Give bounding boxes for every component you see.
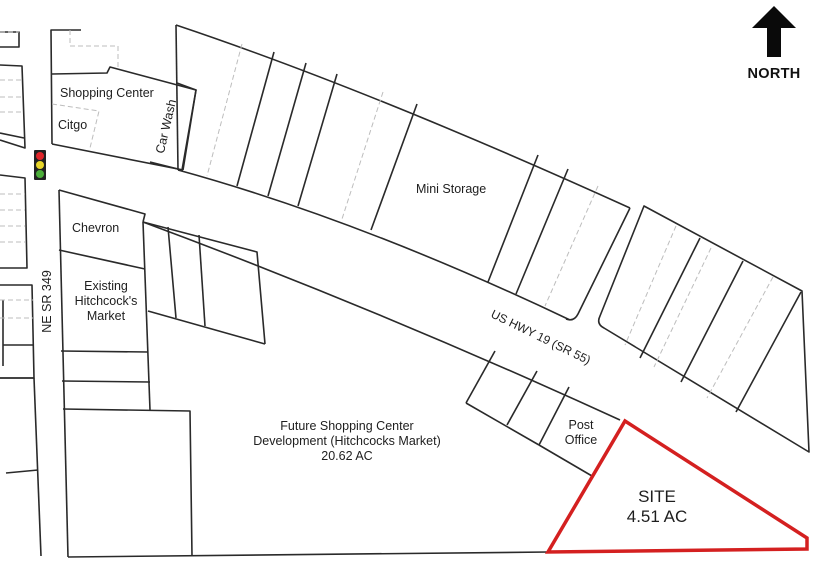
west-parcels [0, 31, 42, 557]
south-west-parcels [58, 189, 621, 558]
compass: NORTH [742, 64, 806, 82]
traffic-signal-icon [34, 150, 46, 180]
east-parcels [597, 205, 810, 453]
label-citgo: Citgo [58, 118, 88, 132]
north-arrow-icon [752, 6, 796, 57]
post-office-parcels [465, 350, 593, 477]
traffic-green-light [36, 170, 44, 178]
label-chevron: Chevron [72, 221, 120, 235]
site-acreage: 4.51 AC [626, 507, 688, 526]
label-future-development: Future Shopping Center Development (Hitc… [253, 419, 441, 463]
site-boundary [544, 418, 809, 554]
label-mini-storage: Mini Storage [416, 182, 487, 196]
label-existing-market: Existing Hitchcock's Market [74, 279, 138, 323]
label-site: SITE 4.51 AC [612, 487, 702, 527]
north-label: NORTH [747, 66, 801, 82]
site-title: SITE [638, 487, 676, 506]
label-ne-sr-349: NE SR 349 [39, 270, 54, 333]
label-post-office: Post Office [564, 418, 598, 447]
traffic-yellow-light [36, 161, 44, 169]
traffic-red-light [36, 152, 44, 160]
label-shopping-center: Shopping Center [60, 86, 154, 100]
north-parcels [175, 24, 631, 321]
car-wash-parcel [149, 82, 197, 171]
